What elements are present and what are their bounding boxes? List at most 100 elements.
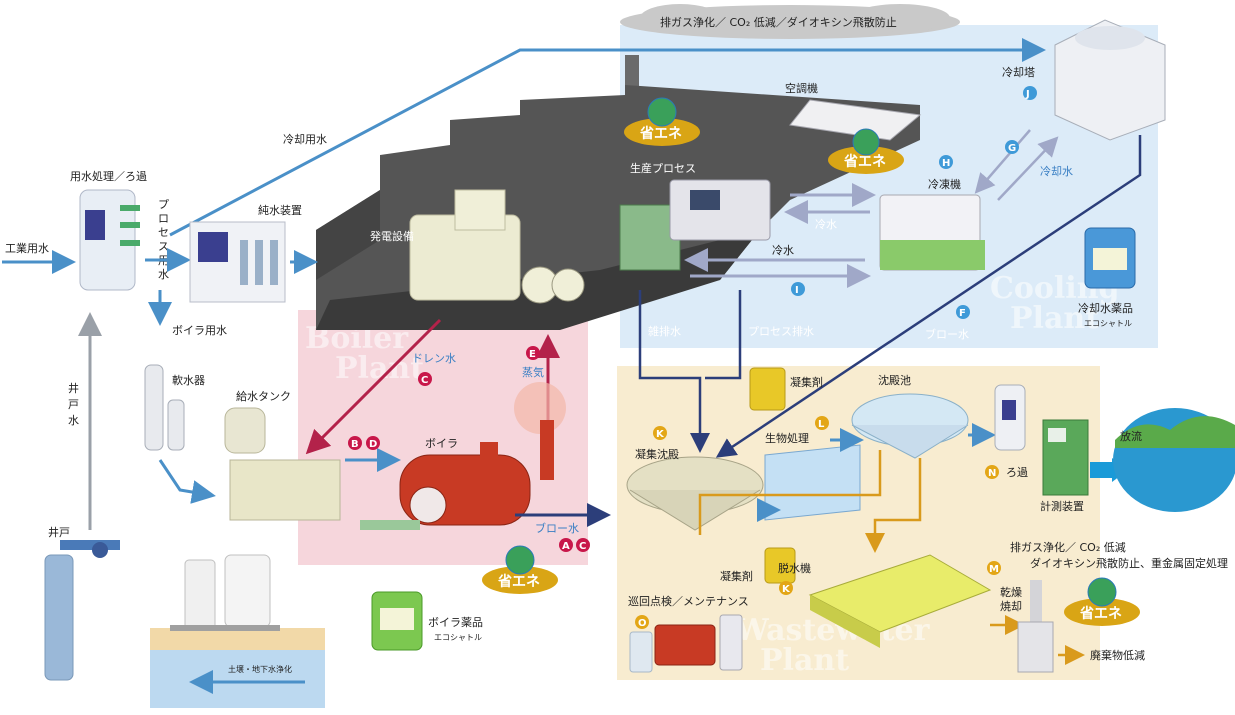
water-treatment-label: 用水処理／ろ過	[70, 170, 147, 183]
svg-text:C: C	[579, 541, 586, 552]
industrial-water-label: 工業用水	[5, 242, 49, 255]
process-water-label: プ ロ セ ス 用 水	[158, 198, 169, 281]
cold-water-label-1: 冷水	[815, 218, 837, 231]
svg-text:N: N	[988, 468, 996, 479]
blow-water-label: ブロー水	[535, 521, 579, 535]
svg-text:K: K	[782, 584, 791, 595]
dehydrator	[808, 554, 992, 648]
power-generation-equipment	[409, 189, 585, 304]
well	[44, 540, 120, 681]
boiler-label: ボイラ	[425, 437, 458, 450]
svg-text:E: E	[529, 349, 536, 360]
cooling-tower-label: 冷却塔	[1002, 66, 1035, 79]
pure-water-label: 純水装置	[258, 204, 302, 217]
svg-text:ス: ス	[158, 240, 169, 253]
boiler-chemical-can	[371, 591, 423, 651]
svg-text:B: B	[351, 439, 359, 450]
coolant-chemical-can	[1084, 227, 1136, 289]
soil-purification-label: 土壌・地下水浄化	[228, 664, 292, 674]
sedimentation-pond-label: 沈殿池	[878, 373, 911, 387]
svg-text:戸: 戸	[68, 398, 79, 411]
water-softener-label: 軟水器	[172, 373, 205, 387]
coolant-chemical-sub: エコシャトル	[1084, 319, 1132, 328]
badge-M: M	[987, 561, 1001, 575]
filtration-label: ろ過	[1006, 466, 1028, 479]
svg-text:A: A	[562, 541, 570, 552]
svg-text:J: J	[1025, 89, 1030, 100]
production-process-label: 生産プロセス	[630, 161, 696, 175]
process-drain-line	[705, 290, 742, 380]
svg-text:I: I	[795, 285, 799, 296]
svg-text:C: C	[421, 375, 428, 386]
power-generation-label: 発電設備	[370, 229, 414, 243]
cooling-water-up-arrow	[997, 136, 1059, 201]
soil-purification-site	[150, 554, 325, 708]
badge-L: L	[815, 416, 829, 430]
svg-text:F: F	[959, 308, 966, 319]
cooling-water-down-arrow	[974, 129, 1031, 194]
water-softener	[144, 364, 185, 451]
energy-saving-badge-2: 省エネ	[828, 128, 904, 174]
svg-text:水: 水	[68, 414, 79, 427]
bio-treatment-label: 生物処理	[765, 431, 809, 445]
cooling-tower	[1054, 19, 1166, 141]
badge-I: I	[791, 282, 805, 296]
badge-J: J	[1023, 86, 1037, 100]
feed-tank-label: 給水タンク	[236, 389, 291, 403]
steam-label: 蒸気	[522, 365, 544, 379]
air-conditioner	[789, 99, 922, 141]
svg-text:L: L	[818, 419, 825, 430]
badge-D: D	[366, 436, 380, 450]
well-label: 井戸	[48, 525, 70, 539]
wastewater-plant-mark-2: Plant	[760, 643, 849, 678]
coagulant-label-2: 凝集剤	[720, 569, 753, 583]
refrigerator-unit	[879, 194, 985, 271]
cooling-plant-mark-2: Plant	[1010, 301, 1099, 336]
maintenance-kit	[629, 614, 743, 673]
sludge-line-1	[698, 450, 882, 535]
badge-B: B	[348, 436, 362, 450]
badge-O: O	[635, 615, 649, 629]
badge-H: H	[939, 155, 953, 169]
svg-text:M: M	[989, 564, 999, 575]
svg-text:省エネ: 省エネ	[497, 573, 540, 590]
feed-water-tank	[224, 407, 341, 521]
patrol-label: 巡回点検／メンテナンス	[628, 594, 749, 608]
exhaust-cloud: 排ガス浄化／ CO₂ 低減／ダイオキシン飛散防止	[620, 4, 960, 39]
energy-saving-badge-4: 省エネ	[1064, 577, 1140, 626]
svg-text:省エネ: 省エネ	[639, 125, 682, 142]
misc-drain-arrow	[638, 290, 710, 453]
boiler-water-label: ボイラ用水	[172, 324, 227, 337]
burn-label: 焼却	[1000, 600, 1022, 613]
refrigerator-label: 冷凍機	[928, 177, 961, 191]
misc-drain-label: 雑排水	[648, 324, 681, 338]
process-drain-label: プロセス排水	[748, 324, 814, 338]
measuring-device	[1042, 419, 1089, 496]
river	[1113, 408, 1235, 512]
badge-K-2: K	[779, 581, 793, 595]
coagulation-sedimentation-tank	[626, 456, 764, 531]
drain-water-arrow	[305, 318, 442, 455]
svg-text:プ: プ	[158, 198, 169, 211]
svg-text:O: O	[638, 618, 647, 629]
exhaust-banner-text: 排ガス浄化／ CO₂ 低減／ダイオキシン飛散防止	[660, 15, 897, 29]
sludge-to-dehydrator-arrow	[865, 458, 922, 553]
energy-saving-badge-1: 省エネ	[624, 97, 700, 146]
air-conditioner-label: 空調機	[785, 81, 818, 95]
badge-C-1: C	[576, 538, 590, 552]
svg-text:H: H	[942, 158, 950, 169]
boiler	[360, 420, 554, 530]
measuring-device-label: 計測装置	[1040, 499, 1084, 513]
coagulant-bag-1	[749, 367, 786, 411]
badge-G: G	[1005, 140, 1019, 154]
svg-text:水: 水	[158, 268, 169, 281]
badge-E: E	[526, 346, 540, 360]
boiler-chemical-sub: エコシャトル	[434, 633, 482, 642]
svg-text:G: G	[1008, 143, 1016, 154]
exhaust-line-1: 排ガス浄化／ CO₂ 低減	[1010, 540, 1126, 554]
waste-reduction-label: 廃棄物低減	[1090, 648, 1145, 662]
badge-A-1: A	[559, 538, 573, 552]
svg-text:省エネ: 省エネ	[843, 153, 886, 170]
